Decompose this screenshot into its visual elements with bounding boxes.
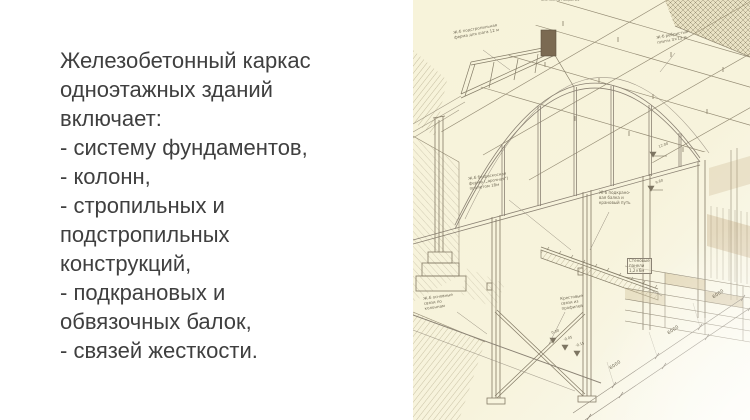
scan-fade xyxy=(413,0,750,420)
frame-drawing-canvas xyxy=(413,0,750,420)
label-roof-top-partial: ж-б плиты покрытия xyxy=(541,0,580,2)
label-wall-panels: Стеновые панели 1,2×6м xyxy=(627,258,652,275)
body-text: Железобетонный каркас одноэтажных зданий… xyxy=(60,48,311,363)
frame-axonometric-drawing: ж-б плиты покрытия Ж-б подстропильная фе… xyxy=(413,0,750,420)
label-crane-beam: Ж-б подкрано- вая балка и крановый путь xyxy=(599,190,631,205)
